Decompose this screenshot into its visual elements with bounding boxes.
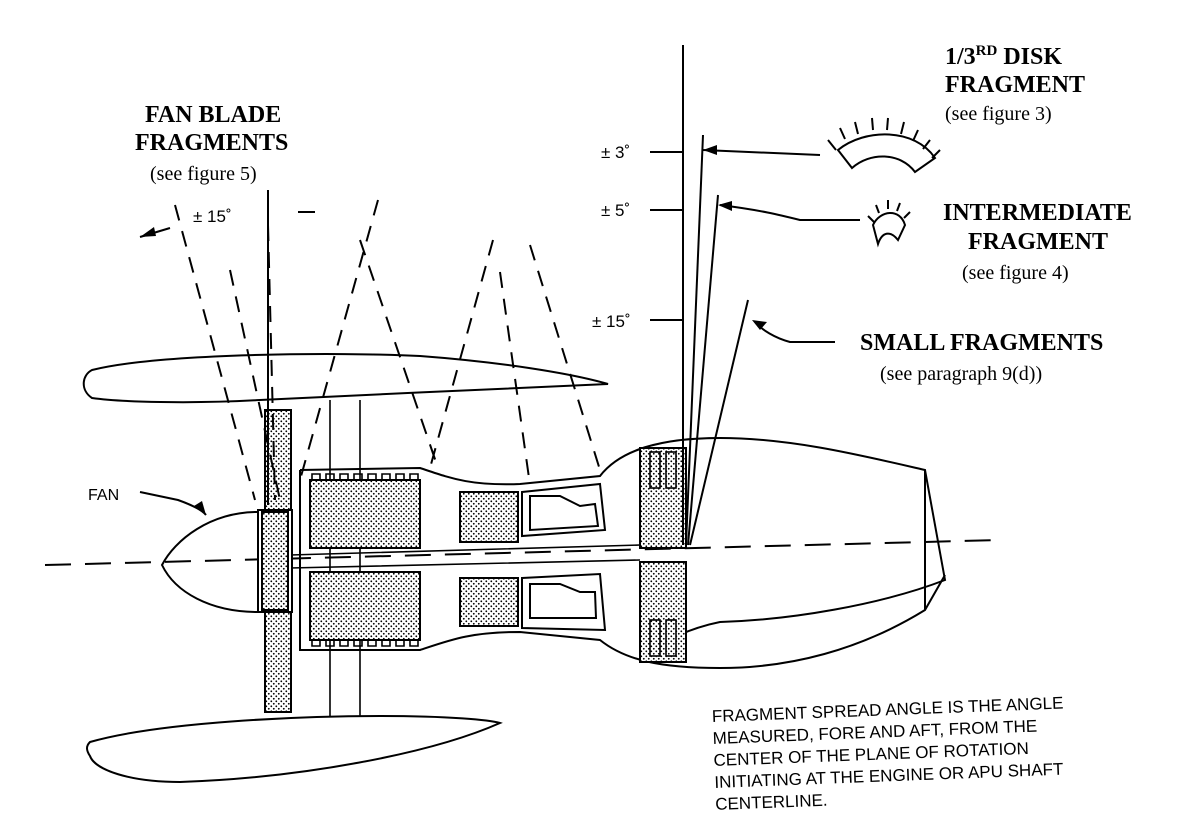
- core-upper-outline: [299, 436, 947, 651]
- fan-blade-label: FAN BLADE FRAGMENTS (see figure 5): [135, 102, 288, 185]
- note-line: CENTERLINE.: [715, 791, 828, 814]
- fan-spread-lines: [174, 199, 601, 501]
- intermediate-spread-angle: ± 5˚: [601, 201, 630, 220]
- fan-blade-ref: (see figure 5): [150, 163, 257, 185]
- intermediate-fragment-icon: [867, 200, 911, 248]
- disk-ref: (see figure 3): [945, 103, 1052, 125]
- disk-title-line1: 1/3RD DISK: [945, 43, 1062, 70]
- turbine-block: [639, 447, 687, 549]
- disk-spread-angle: ± 3˚: [601, 143, 630, 162]
- fan-blade-title-line1: FAN BLADE: [145, 102, 281, 128]
- small-ref: (see paragraph 9(d)): [880, 363, 1042, 385]
- combustor-lower: [521, 572, 607, 632]
- disk-title-line2: FRAGMENT: [945, 72, 1085, 98]
- nacelle-upper-lip: [82, 353, 609, 404]
- fan-label: FAN: [88, 487, 119, 504]
- turbine-block: [639, 561, 687, 663]
- engine-centerline: [44, 539, 1001, 566]
- turbine-blades: [649, 451, 677, 657]
- fan-hub-stipple: [261, 511, 289, 611]
- small-spread-angle: ± 15˚: [592, 312, 631, 331]
- spread-angle-note: FRAGMENT SPREAD ANGLE IS THE ANGLE MEASU…: [712, 694, 1064, 814]
- small-spread-line: [689, 299, 749, 546]
- compressor-block: [309, 571, 421, 641]
- intermediate-ref: (see figure 4): [962, 262, 1069, 284]
- small-fragments-label: SMALL FRAGMENTS (see paragraph 9(d)): [860, 330, 1103, 385]
- engine-shaft: [289, 544, 641, 569]
- disk-fragment-icon: [827, 117, 941, 174]
- compressor-block: [309, 479, 421, 549]
- hp-compressor-block: [459, 491, 519, 543]
- nacelle-lower-lip: [86, 714, 503, 784]
- core-lower-outline: [299, 470, 946, 670]
- intermediate-spread-line: [687, 194, 719, 546]
- leader-arrows: [139, 149, 860, 516]
- small-title: SMALL FRAGMENTS: [860, 330, 1103, 356]
- spinner: [160, 511, 259, 613]
- intermediate-title-line1: INTERMEDIATE: [943, 200, 1132, 226]
- disk-spread-line: [685, 134, 704, 546]
- arrow-heads: [140, 145, 767, 515]
- hp-compressor-block: [459, 577, 519, 627]
- intermediate-title-line2: FRAGMENT: [968, 229, 1108, 255]
- fan-blade-title-line2: FRAGMENTS: [135, 130, 288, 156]
- intermediate-fragment-label: INTERMEDIATE FRAGMENT (see figure 4): [943, 200, 1132, 284]
- disk-fragment-label: 1/3RD DISK FRAGMENT (see figure 3): [945, 43, 1085, 125]
- fan-spread-angle: ± 15˚: [193, 207, 232, 226]
- combustor-upper: [521, 482, 607, 538]
- compressor-fins: [311, 473, 419, 647]
